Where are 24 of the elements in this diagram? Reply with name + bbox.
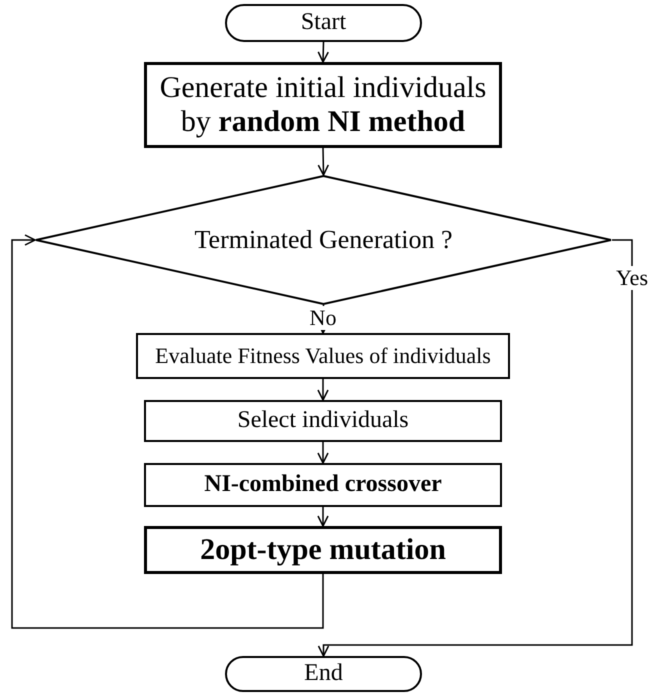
step-text: Terminated Generation ? xyxy=(194,225,453,255)
process-box xyxy=(144,400,502,442)
step-text: 2opt-type mutation xyxy=(200,532,446,568)
flow-arrow xyxy=(11,234,324,629)
flow-arrow xyxy=(318,239,633,657)
terminal-pill xyxy=(225,656,422,692)
process-box xyxy=(144,526,502,574)
process-box xyxy=(144,463,502,507)
step-text: Generate initial individuals by random NI method xyxy=(158,70,488,140)
terminal-pill xyxy=(225,4,422,42)
terminal-label: End xyxy=(304,660,343,688)
step-text: NI-combined crossover xyxy=(204,471,442,499)
flow-arrow xyxy=(317,442,329,464)
step-text: Select individuals xyxy=(237,407,409,435)
edge-label: Yes xyxy=(614,266,650,290)
terminal-label: Start xyxy=(300,9,346,37)
process-box xyxy=(144,62,502,148)
flow-arrow xyxy=(318,42,329,63)
flow-arrow xyxy=(317,379,329,401)
flow-arrow xyxy=(318,148,330,176)
decision-diamond xyxy=(35,175,612,305)
step-text: Evaluate Fitness Values of individuals xyxy=(155,343,491,369)
flow-arrow xyxy=(317,507,329,527)
process-box xyxy=(136,333,510,379)
